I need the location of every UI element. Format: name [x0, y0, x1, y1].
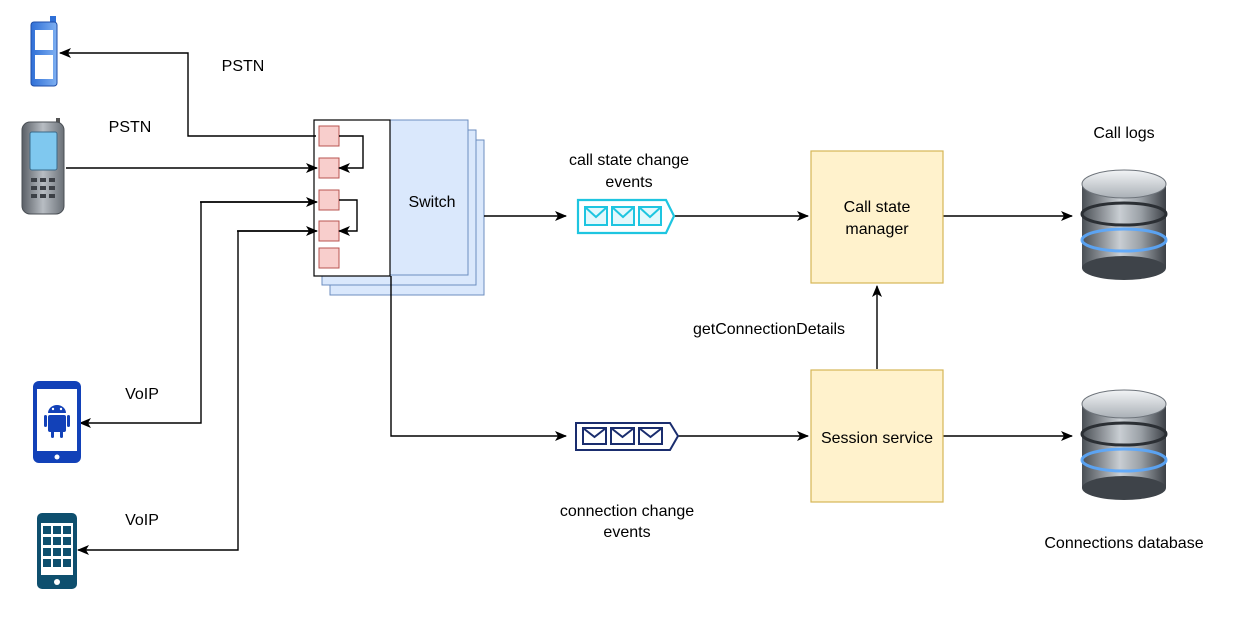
call-state-events-label-2: events — [605, 174, 652, 191]
switch-port-5 — [318, 247, 340, 269]
switch-ports — [318, 125, 340, 269]
connections-database-label: Connections database — [1044, 535, 1203, 552]
database-icon — [1080, 389, 1168, 500]
mobile-phone-icon — [21, 118, 65, 215]
call-state-events-label-1: call state change — [569, 152, 689, 169]
connector-port3-to-android — [79, 201, 316, 428]
switch-port-3 — [318, 189, 340, 211]
session-service-label: Session service — [821, 430, 933, 447]
smartphone-apps-icon — [37, 513, 77, 589]
connection-events-label-2: events — [603, 524, 650, 541]
android-phone-icon — [33, 381, 81, 463]
connector-port1-to-phone-top — [59, 48, 316, 137]
pstn-mid-label: PSTN — [109, 119, 152, 136]
voip-tablet-label: VoIP — [125, 512, 159, 529]
switch-port-4 — [318, 220, 340, 242]
call-state-manager-label-1: Call state — [844, 199, 911, 216]
switch-label: Switch — [408, 194, 455, 211]
pstn-top-label: PSTN — [222, 58, 265, 75]
call-logs-label: Call logs — [1093, 125, 1154, 142]
port-loop-1-2 — [338, 135, 364, 173]
get-connection-details-label: getConnectionDetails — [693, 321, 845, 338]
switch-port-2 — [318, 157, 340, 179]
message-queue-icon — [576, 198, 676, 235]
switch-port-1 — [318, 125, 340, 147]
database-icon — [1080, 169, 1168, 280]
call-state-manager-box — [810, 150, 944, 284]
port-loop-3-4 — [338, 199, 358, 236]
voip-android-label: VoIP — [125, 386, 159, 403]
call-state-manager-label-2: manager — [845, 221, 909, 238]
connector-port4-to-tablet — [77, 230, 316, 555]
connection-events-label-1: connection change — [560, 503, 694, 520]
session-service-box — [810, 369, 944, 503]
feature-phone-blue-icon — [30, 16, 58, 87]
message-queue-icon — [575, 422, 680, 451]
connector-switch-to-connection-queue — [390, 276, 567, 441]
